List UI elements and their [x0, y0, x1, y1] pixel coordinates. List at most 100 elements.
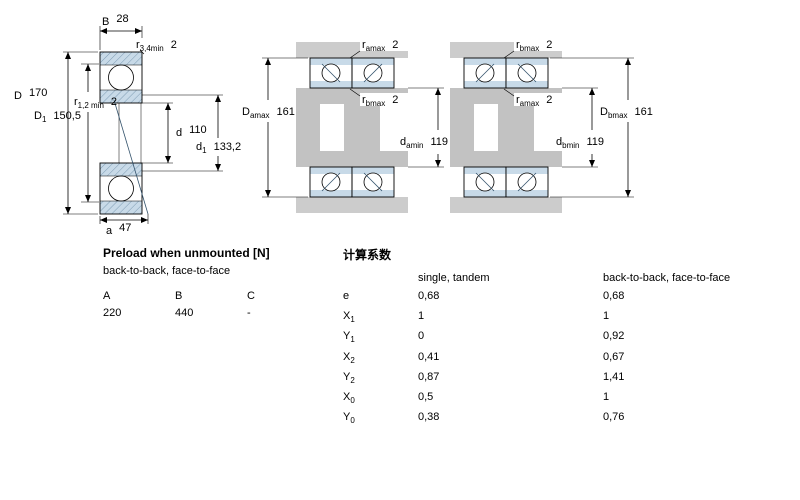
dim-Db: Dbmax 161 [600, 106, 653, 120]
dim-value: 2 [392, 39, 398, 51]
factor-label: e [343, 290, 350, 302]
housing-block [296, 197, 408, 213]
factor-row: Y0 0,38 0,76 [343, 409, 788, 429]
dim-a: a 47 [106, 222, 131, 237]
dim-sub: amin [406, 141, 423, 150]
factors-corner-cell [343, 272, 418, 284]
dim-sub: amax [520, 99, 540, 108]
factors-title: 计算系数 [343, 248, 392, 262]
factor-value-paired: 1 [603, 390, 610, 403]
factor-value-single: 0,5 [418, 390, 434, 403]
bearing-pair-bottom [309, 166, 395, 198]
inner-ring-bottom-hatch [100, 163, 142, 176]
dim-main: r [516, 39, 520, 51]
factor-row: e 0,68 0,68 [343, 288, 788, 308]
dim-d: d 110 [176, 124, 207, 139]
dim-main: D [600, 106, 608, 118]
factor-value-paired: 0,67 [603, 350, 625, 363]
inner-ring-top-hatch [100, 90, 142, 103]
dim-sub: 1 [202, 146, 207, 155]
factor-row: Y1 0 0,92 [343, 328, 788, 348]
factor-row: Y2 0,87 1,41 [343, 369, 788, 389]
dim-main: d [176, 127, 182, 139]
dim-sub: bmax [520, 44, 540, 53]
preload-header-a: A [103, 290, 111, 302]
ball-bottom [108, 175, 134, 202]
factor-label: Y2 [343, 370, 355, 385]
dim-value: 28 [116, 13, 128, 25]
factor-label: X0 [343, 390, 355, 406]
dim-db: dbmin 119 [556, 136, 604, 150]
factor-label: Y0 [343, 411, 355, 426]
factor-value-single: 0,41 [418, 350, 440, 363]
factor-value-single: 1 [418, 310, 425, 323]
factor-value-paired: 0,68 [603, 290, 625, 302]
bearing-pair-top [463, 57, 549, 89]
dim-main: B [102, 16, 109, 28]
factor-value-paired: 0,92 [603, 330, 625, 343]
arrangement-diagram-2: rbmax 2 r amax 2 dbmin 119 Dbmax 161 [450, 38, 653, 213]
shaft-center [498, 104, 534, 151]
dim-value: 47 [119, 222, 131, 234]
dim-main: D [14, 90, 22, 102]
factor-row: X2 0,41 0,67 [343, 349, 788, 369]
dim-value: 2 [111, 96, 117, 108]
factor-label: Y1 [343, 330, 355, 345]
shaft-abutment [450, 104, 474, 151]
dim-sub: 1,2 min [78, 101, 104, 110]
dim-value: 119 [430, 136, 448, 148]
dim-sub: bmax [608, 111, 628, 120]
dim-da: damin 119 [400, 136, 448, 150]
dim-main: r [362, 94, 366, 106]
preload-subtitle: back-to-back, face-to-face [103, 265, 231, 277]
dim-main: a [106, 225, 113, 237]
shaft-abutment [296, 104, 320, 151]
dim-main: D [242, 106, 250, 118]
factor-value-paired: 1 [603, 310, 610, 323]
dim-value: 133,2 [214, 141, 242, 153]
outer-ring-top-hatch [100, 52, 142, 65]
dim-sub: amax [366, 44, 386, 53]
bearing-pair-bottom [463, 166, 549, 198]
factor-value-paired: 0,76 [603, 411, 625, 424]
dim-main: r [136, 39, 140, 51]
contact-angle-line [113, 99, 149, 215]
factor-value-single: 0,87 [418, 370, 440, 383]
dim-value: 150,5 [53, 110, 81, 122]
preload-title: Preload when unmounted [N] [103, 246, 270, 260]
factor-label: X2 [343, 350, 355, 365]
dim-value: 2 [546, 94, 552, 106]
dim-value: 161 [277, 106, 295, 118]
dim-sub: bmin [562, 141, 579, 150]
dim-main: d [556, 136, 562, 148]
preload-header-b: B [175, 290, 183, 302]
preload-value-b: 440 [175, 307, 194, 319]
dim-main: D [34, 110, 42, 122]
dim-value: 119 [586, 136, 604, 148]
dim-value: 110 [189, 124, 207, 136]
factor-row: X0 0,5 1 [343, 389, 788, 409]
dim-main: r [74, 96, 78, 108]
factors-col2-header: back-to-back, face-to-face [603, 272, 731, 284]
dim-rb-2: rbmax 2 [516, 39, 552, 53]
factors-col1-header: single, tandem [418, 272, 490, 284]
shaft-shoulder [296, 151, 408, 167]
dim-main: d [196, 141, 202, 153]
dim-value: 161 [635, 106, 653, 118]
dim-value: 2 [392, 94, 398, 106]
dim-value: 2 [546, 39, 552, 51]
factor-row: X1 1 1 [343, 308, 788, 328]
dim-main: d [400, 136, 406, 148]
housing-block [450, 197, 562, 213]
factor-value-single: 0 [418, 330, 425, 343]
dim-B: B 28 [102, 13, 129, 28]
factor-value-single: 0,38 [418, 411, 440, 424]
